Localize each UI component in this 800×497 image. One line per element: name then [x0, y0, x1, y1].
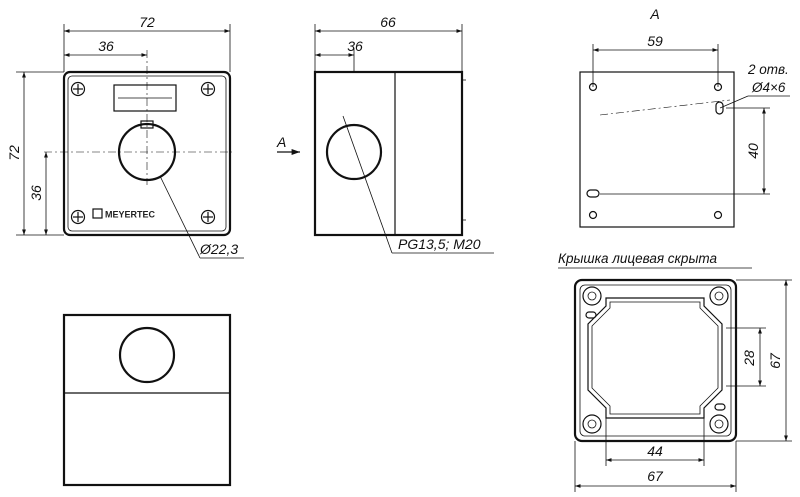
side-center-dim: 36: [347, 38, 363, 54]
cover-caption: Крышка лицевая скрыта: [558, 251, 717, 266]
meyertec-logo-icon: [92, 208, 103, 219]
bottom-view: [62, 313, 232, 487]
cover-outer-width-dim: 67: [647, 468, 664, 484]
boss-top-left-icon: [582, 286, 602, 306]
front-housing-inner: [67, 75, 227, 232]
label-window: [113, 84, 177, 112]
side-gland-hole: [325, 123, 383, 181]
front-view: MEYERTEC 72 36 72 36 Ø22,3: [6, 14, 244, 259]
rear-plate: [579, 71, 735, 228]
bottom-housing: [62, 313, 232, 487]
cover-outer-height-dim: 67: [767, 352, 783, 369]
front-center-dim: 36: [98, 38, 114, 54]
front-height-dim: 72: [6, 145, 22, 161]
rear-holes-count: 2 отв.: [747, 62, 789, 77]
boss-bottom-left-icon: [582, 414, 602, 434]
screw-top-right-icon: [200, 81, 216, 97]
side-view: PG13,5; M20 A 66 36: [276, 14, 494, 254]
boss-bottom-right-icon: [709, 414, 729, 434]
cover-inner-width-dim: 44: [647, 443, 663, 459]
rear-slot-upper: [715, 101, 724, 115]
side-gland-dim: PG13,5; M20: [398, 236, 481, 252]
rear-holes-size: Ø4×6: [751, 80, 786, 95]
side-width-dim: 66: [380, 14, 396, 30]
rear-vertical-dim: 40: [745, 143, 761, 159]
rear-holes-dim: 59: [647, 33, 663, 49]
rear-mount-hole-br: [713, 210, 723, 220]
side-view-marker: A: [276, 134, 286, 150]
cover-housing-rim: [579, 284, 732, 437]
cover-view: Крышка лицевая скрыта 28 67: [558, 251, 792, 492]
rear-slot-lower: [586, 189, 600, 198]
cover-inner-height-dim: 28: [741, 350, 757, 367]
front-logo: MEYERTEC: [105, 210, 156, 220]
rear-view: A 59 2 отв. Ø4×6 40: [579, 6, 790, 228]
cover-inner-cavity: [587, 297, 723, 419]
front-vcenter-dim: 36: [28, 185, 44, 201]
cover-housing-outer: [573, 278, 738, 443]
screw-bottom-left-icon: [70, 209, 86, 225]
bottom-button-hole: [118, 326, 176, 384]
front-width-dim: 72: [139, 14, 155, 30]
rear-mount-hole-bl: [588, 210, 598, 220]
front-hole-dim: Ø22,3: [199, 241, 238, 257]
cover-slot-right: [714, 403, 726, 411]
boss-top-right-icon: [709, 286, 729, 306]
rear-view-title: A: [649, 6, 659, 22]
screw-top-left-icon: [70, 81, 86, 97]
screw-bottom-right-icon: [200, 209, 216, 225]
side-housing: [313, 70, 464, 237]
cover-slot-left: [585, 311, 597, 319]
